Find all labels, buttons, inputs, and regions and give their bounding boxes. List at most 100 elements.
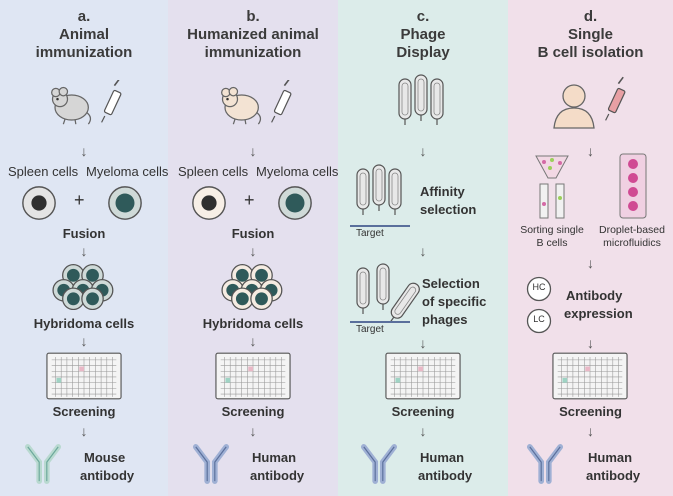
target-label: Target	[356, 228, 384, 239]
phage-icon	[356, 168, 370, 216]
syringe-icon	[100, 80, 123, 124]
result-label-line1: Human	[420, 450, 465, 465]
phage-icon	[414, 74, 428, 122]
screening-plate-icon	[215, 352, 291, 400]
screening-label: Screening	[52, 404, 116, 419]
arrow-icon: ↓	[249, 143, 257, 159]
column-b-title-line1: Humanized animal	[187, 26, 319, 43]
phage-icon	[372, 164, 386, 212]
mouse-antibody-icon	[24, 444, 62, 484]
result-label-line2: antibody	[80, 468, 135, 483]
column-humanized-animal	[168, 0, 338, 496]
human-antibody-icon	[192, 444, 230, 484]
arrow-icon: ↓	[419, 423, 427, 439]
hybridoma-cells-label: Hybridoma cells	[202, 316, 304, 331]
droplet-microfluidics-icon	[619, 153, 647, 219]
column-c-title-line2: Display	[396, 44, 450, 61]
hybridoma-cells-icon	[221, 264, 283, 310]
affinity-label-line2: selection	[420, 202, 477, 217]
result-label-line1: Human	[252, 450, 297, 465]
syringe-icon	[605, 76, 626, 121]
screening-label: Screening	[221, 404, 285, 419]
phage-icon	[376, 263, 390, 311]
column-c-title-line1: Phage	[400, 26, 446, 43]
cell-sorting-icon	[535, 155, 569, 219]
arrow-icon: ↓	[249, 243, 257, 259]
column-b-title-line2: immunization	[204, 44, 302, 61]
selection-label-line1: Selection	[422, 276, 480, 291]
light-chain-label: LC	[533, 314, 545, 324]
syringe-icon	[270, 80, 293, 124]
spleen-cells-label: Spleen cells	[8, 164, 79, 179]
myeloma-cell-icon	[278, 186, 312, 220]
mouse-icon	[50, 86, 92, 125]
column-d-title-line2: B cell isolation	[537, 44, 644, 61]
column-c-letter: c.	[416, 8, 430, 25]
hybridoma-cells-label: Hybridoma cells	[33, 316, 135, 331]
spleen-cell-icon	[192, 186, 226, 220]
myeloma-cells-label: Myeloma cells	[86, 164, 169, 179]
column-d-letter: d.	[583, 8, 598, 25]
arrow-icon: ↓	[80, 333, 88, 349]
myeloma-cell-icon	[108, 186, 142, 220]
plus-sign: +	[244, 190, 255, 210]
arrow-icon: ↓	[80, 143, 88, 159]
fusion-label: Fusion	[231, 226, 275, 241]
hybridoma-cells-icon	[52, 264, 114, 310]
droplet-label-line1: Droplet-based	[599, 224, 665, 236]
droplet-label-line2: microfluidics	[603, 237, 661, 249]
selection-label-line2: of specific	[422, 294, 487, 309]
arrow-icon: ↓	[249, 333, 257, 349]
phage-icon	[356, 267, 370, 315]
arrow-icon: ↓	[587, 255, 594, 271]
affinity-label-line1: Affinity	[420, 184, 465, 199]
human-antibody-icon	[526, 444, 564, 484]
result-label-line2: antibody	[586, 468, 641, 483]
spleen-cells-label: Spleen cells	[178, 164, 249, 179]
result-label-line1: Human	[588, 450, 633, 465]
target-surface	[350, 225, 410, 227]
column-a-title-line2: immunization	[35, 44, 133, 61]
column-a-title-line1: Animal	[58, 26, 109, 43]
result-label-line1: Mouse	[84, 450, 126, 465]
screening-label: Screening	[559, 404, 622, 419]
selection-label-line3: phages	[422, 312, 468, 327]
expression-label-line2: expression	[564, 306, 633, 321]
light-chain-badge	[526, 308, 552, 334]
arrow-icon: ↓	[80, 423, 88, 439]
spleen-cell-icon	[22, 186, 56, 220]
expression-label-line1: Antibody	[566, 288, 623, 303]
sorting-label-line2: B cells	[536, 237, 568, 249]
screening-plate-icon	[385, 352, 461, 400]
human-donor-icon	[553, 84, 595, 129]
phage-icon	[430, 78, 444, 126]
result-label-line2: antibody	[418, 468, 473, 483]
screening-label: Screening	[391, 404, 455, 419]
myeloma-cells-label: Myeloma cells	[256, 164, 339, 179]
target-surface	[350, 321, 410, 323]
column-animal-immunization	[0, 0, 168, 496]
phage-icon	[398, 78, 412, 126]
human-antibody-icon	[360, 444, 398, 484]
arrow-icon: ↓	[587, 143, 594, 159]
arrow-icon: ↓	[419, 143, 427, 159]
result-label-line2: antibody	[250, 468, 305, 483]
arrow-icon: ↓	[587, 335, 594, 351]
arrow-icon: ↓	[587, 423, 594, 439]
plus-sign: +	[74, 190, 85, 210]
target-label: Target	[356, 324, 384, 335]
arrow-icon: ↓	[80, 243, 88, 259]
heavy-chain-label: HC	[532, 282, 546, 292]
arrow-icon: ↓	[419, 243, 427, 259]
humanized-mouse-icon	[220, 86, 262, 125]
phage-icon	[388, 168, 402, 216]
column-a-letter: a.	[77, 8, 91, 25]
screening-plate-icon	[46, 352, 122, 400]
column-single-b-cell	[508, 0, 673, 496]
arrow-icon: ↓	[419, 335, 427, 351]
column-d-title-line1: Single	[567, 26, 613, 43]
arrow-icon: ↓	[249, 423, 257, 439]
heavy-chain-badge	[526, 276, 552, 302]
sorting-label-line1: Sorting single	[520, 224, 584, 236]
